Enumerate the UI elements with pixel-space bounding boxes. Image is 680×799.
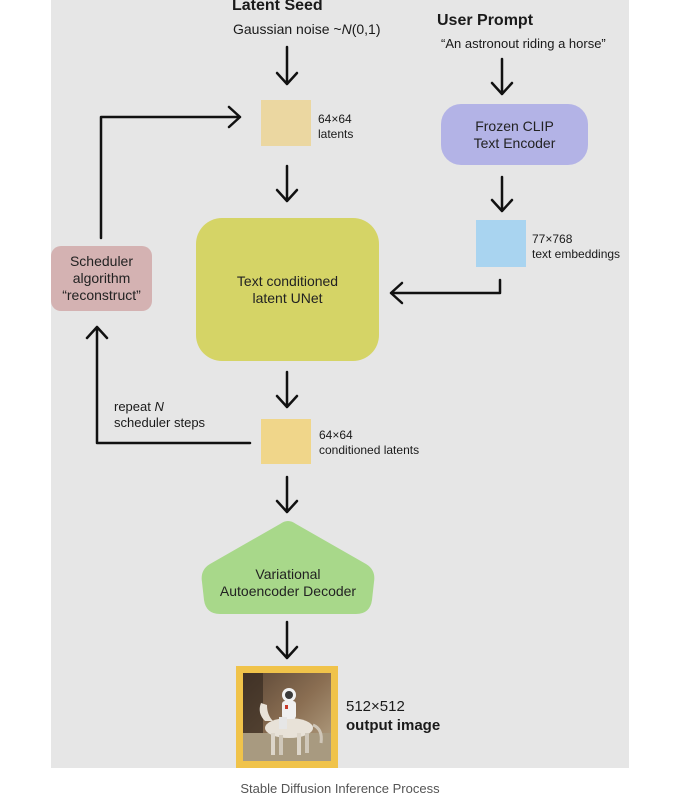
- user-prompt-title: User Prompt: [437, 12, 534, 29]
- latent-seed-subtitle: Gaussian noise ~N(0,1): [233, 21, 381, 37]
- arrow-loop-to-scheduler: [85, 325, 252, 445]
- arrow-conditioned-to-vae: [275, 475, 299, 514]
- vae-line-1: Variational: [255, 566, 321, 582]
- latent-seed-title: Latent Seed: [232, 0, 323, 14]
- arrow-prompt-to-clip: [490, 57, 514, 96]
- embeddings-square: [476, 220, 526, 267]
- arrow-seed-to-latents: [275, 45, 299, 86]
- arrow-embeddings-to-unet: [389, 278, 502, 305]
- unet-line-2: latent UNet: [252, 289, 323, 306]
- repeat-steps-label: scheduler steps: [114, 415, 206, 430]
- embeddings-label: text embeddings: [532, 247, 621, 261]
- latents-square: [261, 100, 311, 146]
- vae-decoder-label: Variational Autoencoder Decoder: [200, 565, 376, 601]
- conditioned-label: conditioned latents: [319, 443, 420, 457]
- clip-line-1: Frozen CLIP: [475, 117, 554, 134]
- conditioned-size: 64×64: [319, 428, 353, 442]
- unet-box: Text conditioned latent UNet: [196, 218, 379, 361]
- latents-size: 64×64: [318, 112, 352, 126]
- arrow-latents-to-unet: [275, 164, 299, 203]
- scheduler-line-1: Scheduler: [69, 253, 134, 269]
- repeat-label: repeat N: [114, 399, 164, 414]
- output-size: 512×512: [346, 698, 405, 715]
- latent-seed-subtitle-n: N: [341, 21, 352, 37]
- latent-seed-subtitle-prefix: Gaussian noise ~: [233, 21, 342, 37]
- diagram-caption: Stable Diffusion Inference Process: [240, 781, 440, 796]
- output-label: output image: [346, 717, 441, 734]
- astronaut-horse-image: [243, 673, 331, 761]
- scheduler-box: Scheduler algorithm “reconstruct”: [51, 246, 152, 311]
- vae-line-2: Autoencoder Decoder: [219, 583, 357, 599]
- arrow-vae-to-output: [275, 620, 299, 660]
- unet-line-1: Text conditioned: [236, 272, 339, 289]
- vae-decoder-shape: [201, 521, 375, 614]
- clip-line-2: Text Encoder: [473, 134, 556, 151]
- arrow-clip-to-embeddings: [490, 175, 514, 213]
- conditioned-latents-square: [261, 419, 311, 464]
- clip-encoder-box: Frozen CLIP Text Encoder: [441, 104, 588, 165]
- embeddings-size: 77×768: [532, 232, 573, 246]
- arrow-unet-to-conditioned: [275, 370, 299, 409]
- repeat-prefix: repeat: [114, 399, 155, 414]
- scheduler-line-3: “reconstruct”: [62, 287, 141, 303]
- arrow-scheduler-to-latents: [99, 105, 242, 240]
- repeat-n: N: [154, 399, 164, 414]
- latent-seed-subtitle-suffix: (0,1): [351, 21, 381, 37]
- user-prompt-text: “An astronout riding a horse”: [441, 36, 606, 51]
- scheduler-line-2: algorithm: [72, 270, 131, 286]
- latents-label: latents: [318, 127, 354, 141]
